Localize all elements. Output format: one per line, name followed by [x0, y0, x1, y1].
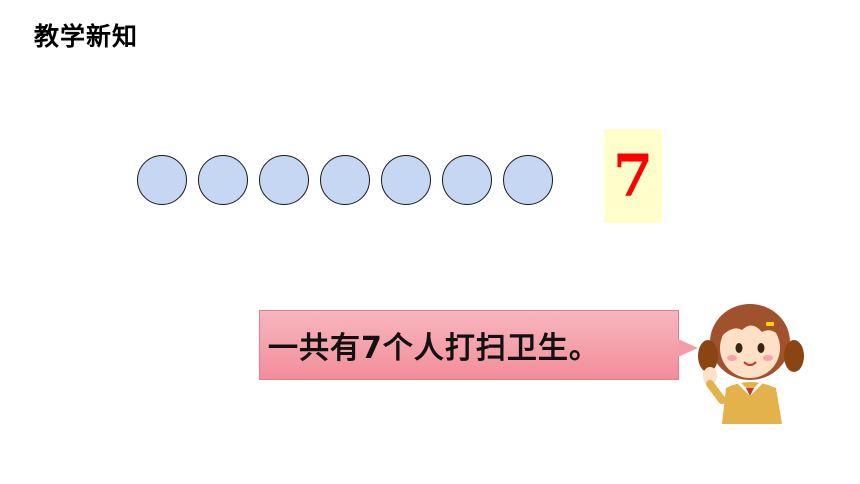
right-blush — [763, 355, 773, 361]
counting-circle — [137, 155, 187, 205]
face — [720, 318, 780, 378]
count-number: 7 — [612, 142, 654, 210]
left-blush — [727, 355, 737, 361]
speech-text: 一共有7个人打扫卫生。 — [268, 331, 600, 366]
body — [722, 382, 782, 424]
mouth — [743, 361, 757, 366]
left-eye — [735, 343, 743, 353]
bangs — [718, 312, 784, 340]
girl-character-icon — [698, 304, 804, 424]
counting-circle — [503, 155, 553, 205]
counting-circle — [381, 155, 431, 205]
page-title: 教学新知 — [34, 22, 139, 51]
hair-clip — [766, 322, 774, 326]
right-eye — [757, 343, 765, 353]
counting-circle — [320, 155, 370, 205]
counting-circle — [259, 155, 309, 205]
count-card: 7 — [604, 129, 662, 223]
circle-row — [137, 155, 557, 207]
raised-arm — [706, 380, 726, 404]
right-pigtail — [784, 340, 804, 372]
speech-bubble-tail — [678, 339, 698, 357]
raised-hand — [703, 367, 717, 385]
bow — [746, 388, 754, 396]
counting-circle — [198, 155, 248, 205]
counting-circle — [442, 155, 492, 205]
speech-bubble: 一共有7个人打扫卫生。 — [259, 310, 698, 380]
left-pigtail — [698, 340, 718, 372]
